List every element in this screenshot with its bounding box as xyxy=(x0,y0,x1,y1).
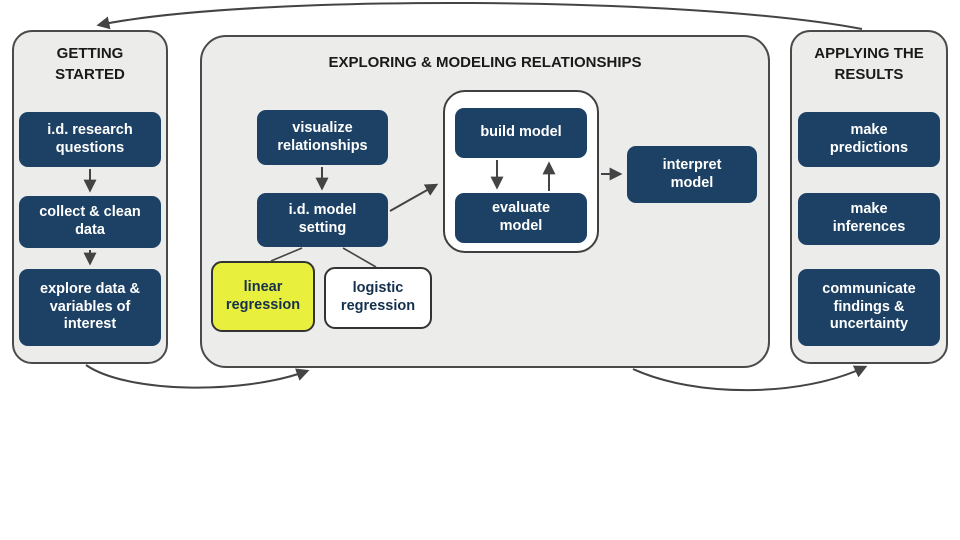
getting-started-title: GETTING STARTED xyxy=(55,45,125,83)
node-collect-clean-data: collect & clean data xyxy=(19,196,161,248)
node-communicate-findings: communicate findings & uncertainty xyxy=(798,269,940,346)
node-build-model: build model xyxy=(455,108,587,158)
node-id-model-setting: i.d. model setting xyxy=(257,193,388,247)
node-interpret-model: interpret model xyxy=(627,146,757,203)
node-evaluate-model: evaluate model xyxy=(455,193,587,243)
node-id-research-questions: i.d. research questions xyxy=(19,112,161,167)
node-logistic-regression: logistic regression xyxy=(324,267,432,329)
applying-results-title: APPLYING THE RESULTS xyxy=(814,45,924,83)
exploring-modeling-title: EXPLORING & MODELING RELATIONSHIPS xyxy=(328,54,642,71)
arrow-start-to-exploring-icon xyxy=(85,364,310,389)
node-make-inferences: make inferences xyxy=(798,193,940,245)
node-linear-regression-highlighted: linear regression xyxy=(211,261,315,332)
node-visualize-relationships: visualize relationships xyxy=(257,110,388,165)
node-explore-data-variables: explore data & variables of interest xyxy=(19,269,161,346)
node-make-predictions: make predictions xyxy=(798,112,940,167)
arrow-exploring-to-results-icon xyxy=(632,365,868,392)
arrow-results-to-start-icon xyxy=(96,1,863,30)
